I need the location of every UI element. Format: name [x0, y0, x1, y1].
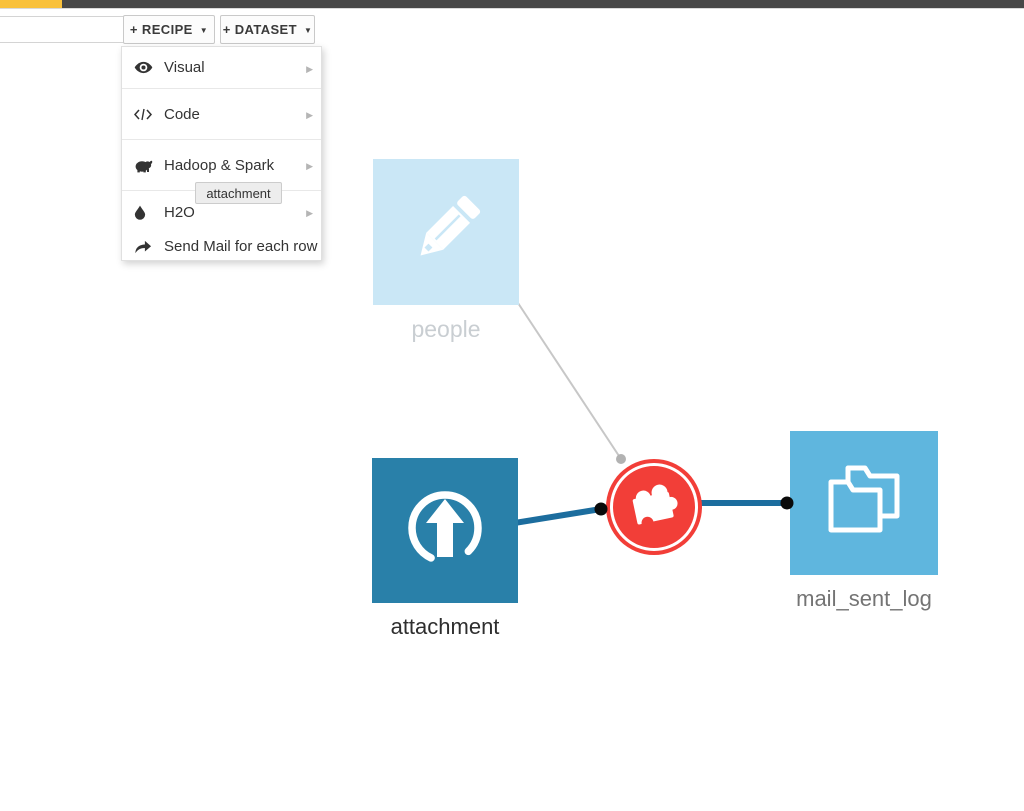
puzzle-icon — [626, 477, 682, 538]
gray-endpoint-dot — [616, 454, 626, 464]
droplet-icon — [134, 205, 164, 220]
add-recipe-button[interactable]: + RECIPE — [123, 15, 215, 44]
recipe-dropdown-menu: Visual Code — [121, 46, 322, 261]
menu-item-code[interactable]: Code — [122, 89, 321, 140]
eye-icon — [134, 61, 164, 74]
top-navigation-bar — [0, 0, 1024, 9]
chevron-right-icon — [306, 203, 313, 221]
plugin-ring — [610, 463, 698, 551]
chevron-right-icon — [306, 156, 313, 174]
tooltip-text: attachment — [206, 185, 271, 201]
node-label-mail-sent-log: mail_sent_log — [796, 586, 932, 611]
folder-node-mail-sent-log[interactable] — [790, 431, 938, 575]
chevron-down-icon — [304, 22, 312, 37]
add-dataset-button[interactable]: + DATASET — [220, 15, 315, 44]
brand-accent-bar — [0, 0, 62, 8]
menu-item-label: H2O — [164, 203, 195, 221]
forward-arrow-icon — [134, 240, 164, 254]
menu-item-label: Code — [164, 105, 200, 123]
menu-item-label: Hadoop & Spark — [164, 156, 275, 174]
search-input[interactable] — [0, 16, 125, 43]
recipe-node-plugin[interactable] — [606, 459, 702, 555]
dataset-node-people[interactable] — [373, 159, 519, 305]
code-icon — [134, 108, 164, 121]
menu-item-visual[interactable]: Visual — [122, 47, 321, 89]
menu-item-label: Visual — [164, 59, 205, 76]
pencil-icon — [406, 190, 486, 275]
upload-icon — [399, 482, 491, 579]
menu-item-label: Send Mail for each row — [164, 238, 318, 255]
add-recipe-label: + RECIPE — [129, 22, 193, 37]
add-dataset-label: + DATASET — [222, 22, 297, 37]
chevron-down-icon — [200, 22, 208, 37]
edge-attachment-to-recipe — [507, 506, 602, 527]
dataset-node-attachment[interactable] — [372, 458, 518, 603]
folder-icon — [818, 460, 910, 547]
menu-item-send-mail[interactable]: Send Mail for each row — [122, 233, 321, 260]
edge-people-to-recipe — [517, 302, 622, 460]
menu-item-h2o[interactable]: H2O — [122, 191, 321, 233]
elephant-icon — [134, 158, 164, 173]
chevron-right-icon — [306, 59, 313, 77]
node-label-attachment: attachment — [390, 614, 500, 639]
node-tooltip: attachment — [195, 182, 282, 204]
node-label-people: people — [411, 316, 481, 342]
chevron-right-icon — [306, 105, 313, 123]
